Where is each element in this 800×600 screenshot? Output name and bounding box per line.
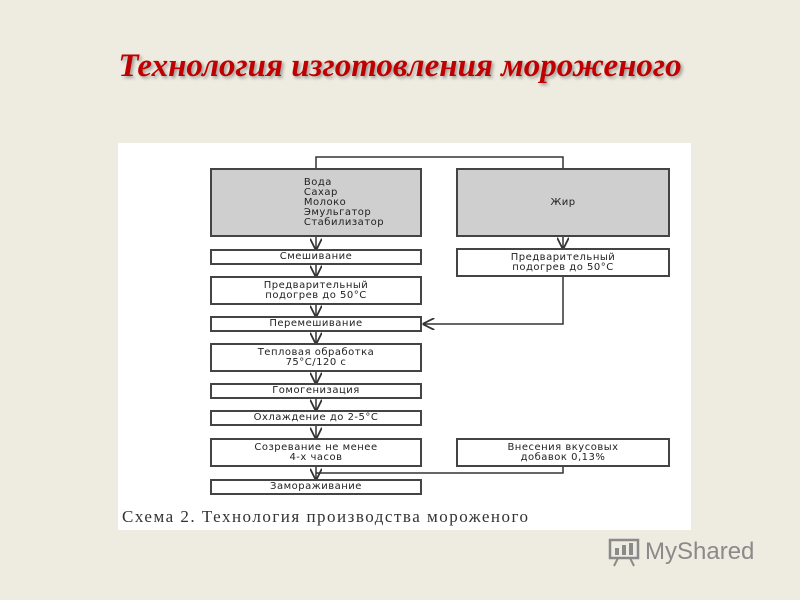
step-mixing-text: Смешивание xyxy=(279,251,353,262)
connector-layer xyxy=(118,156,691,530)
step-preheat-text: Предварительный подогрев до 50°С xyxy=(263,279,369,301)
fat-preheat-text: Предварительный подогрев до 50°С xyxy=(510,251,616,273)
fat-preheat-box: Предварительный подогрев до 50°С xyxy=(456,248,670,277)
step-freezing-text: Замораживание xyxy=(270,481,362,492)
arrow-flavor-to-freeze xyxy=(316,467,564,474)
presentation-board-icon xyxy=(608,538,640,567)
step-mixing: Смешивание xyxy=(210,249,422,265)
step-freezing: Замораживание xyxy=(210,479,422,495)
step-homogenization-text: Гомогенизация xyxy=(272,385,360,396)
step-heat-treatment-text: Тепловая обработка 75°С/120 с xyxy=(257,346,375,368)
flavor-additives-box: Внесения вкусовых добавок 0,13% xyxy=(456,438,670,467)
fat-box: Жир xyxy=(456,168,670,237)
step-ripening: Созревание не менее 4-х часов xyxy=(210,438,422,467)
ingredients-text: Вода Сахар Молоко Эмульгатор Стабилизато… xyxy=(303,177,385,228)
step-stirring-text: Перемешивание xyxy=(269,318,363,329)
flavor-additives-text: Внесения вкусовых добавок 0,13% xyxy=(507,441,619,463)
slide-title: Технология изготовления мороженого xyxy=(118,48,682,84)
step-stirring: Перемешивание xyxy=(210,316,422,332)
fat-text: Жир xyxy=(550,196,576,208)
ingredients-box: Вода Сахар Молоко Эмульгатор Стабилизато… xyxy=(210,168,422,237)
watermark-text: MyShared xyxy=(645,538,755,565)
flowchart-figure: Вода Сахар Молоко Эмульгатор Стабилизато… xyxy=(118,143,691,530)
step-cooling: Охлаждение до 2-5°С xyxy=(210,410,422,426)
step-preheat: Предварительный подогрев до 50°С xyxy=(210,276,422,305)
top-split-line xyxy=(315,156,564,168)
diagram-caption: Схема 2. Технология производства морожен… xyxy=(122,507,530,526)
step-homogenization: Гомогенизация xyxy=(210,383,422,399)
arrow-fat-to-stir xyxy=(424,277,564,324)
watermark-logo: MyShared xyxy=(607,536,754,568)
step-cooling-text: Охлаждение до 2-5°С xyxy=(253,412,379,423)
step-ripening-text: Созревание не менее 4-х часов xyxy=(254,441,378,463)
step-heat-treatment: Тепловая обработка 75°С/120 с xyxy=(210,343,422,372)
